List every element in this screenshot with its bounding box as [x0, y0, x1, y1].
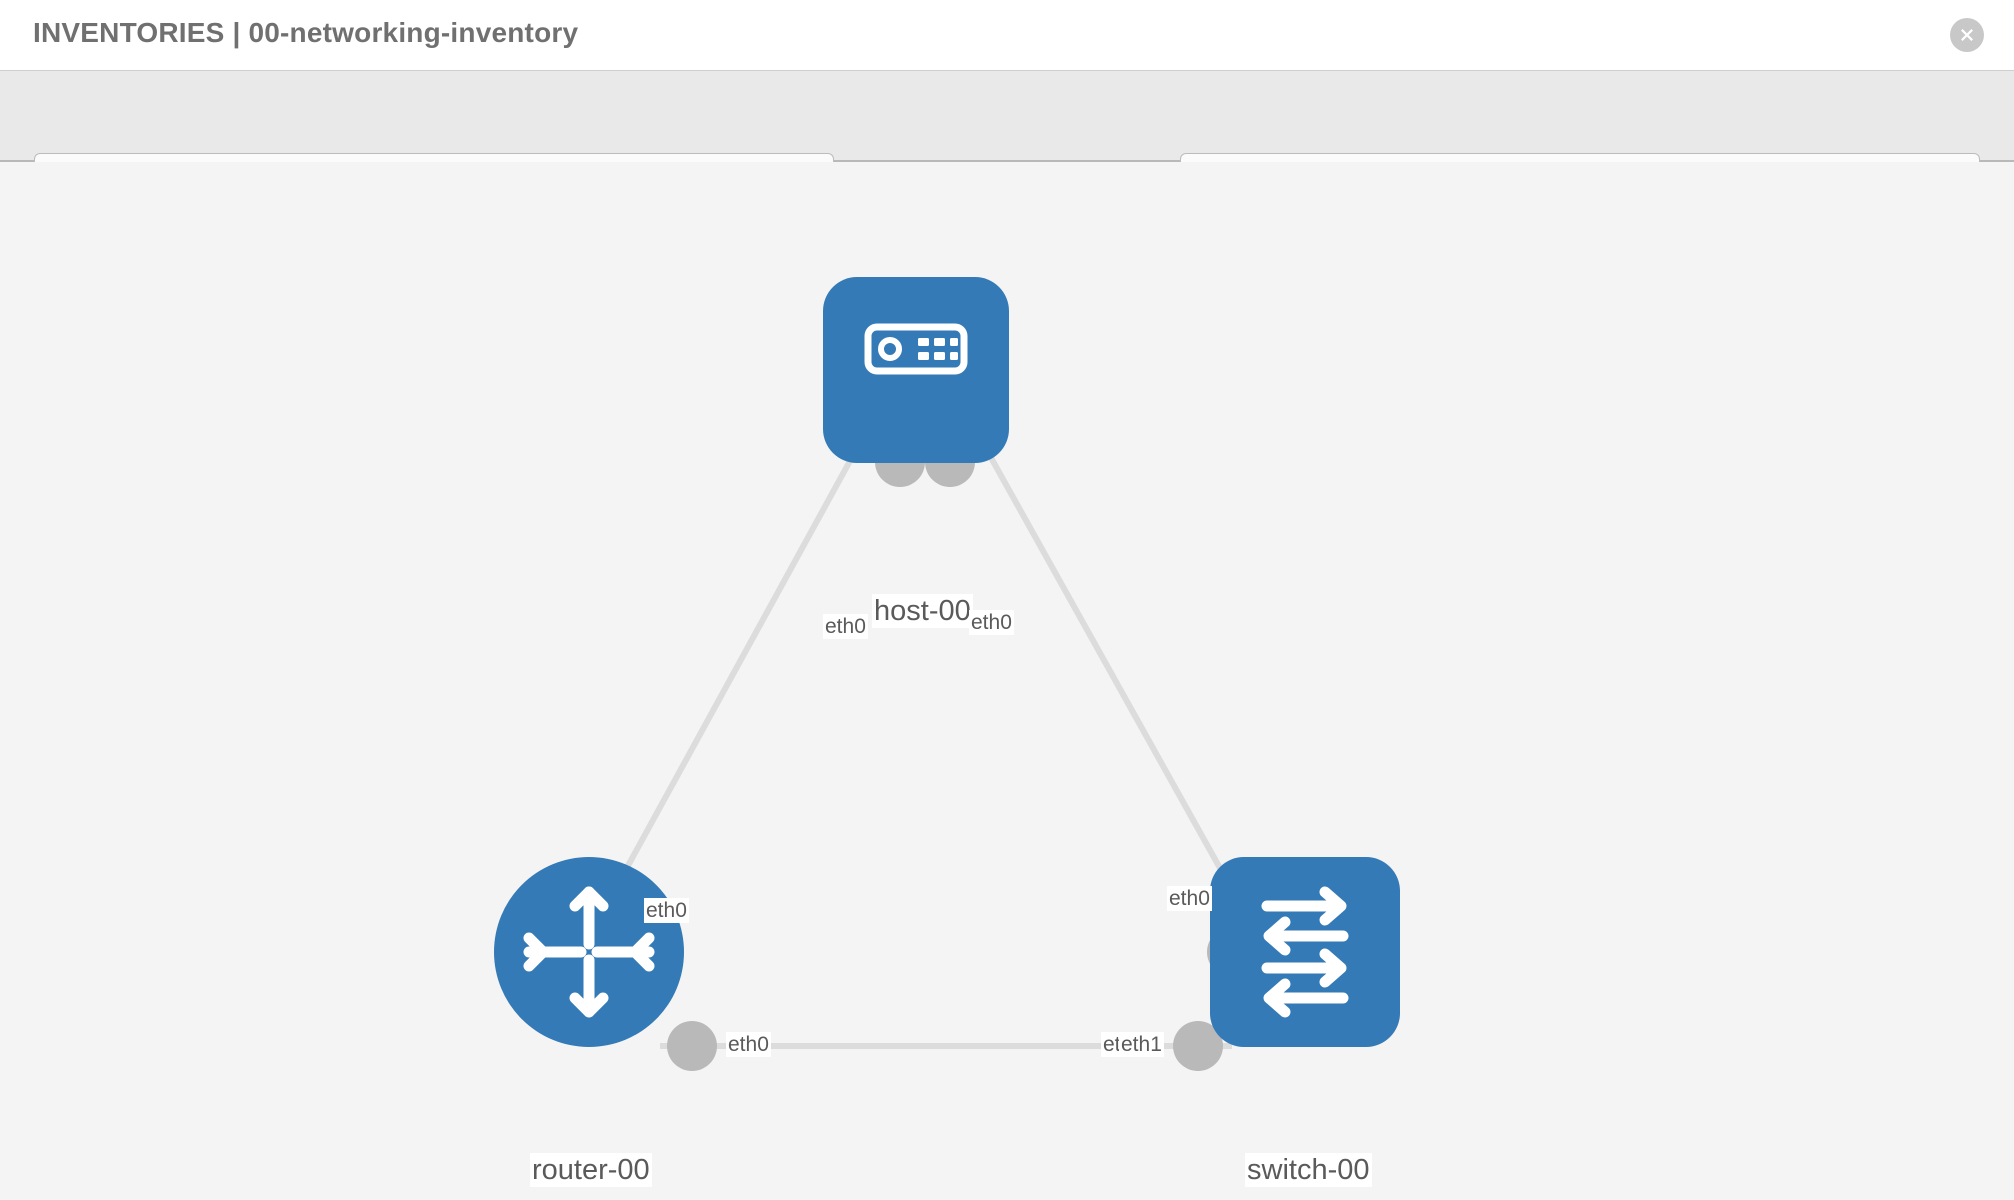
edge-host-router — [604, 375, 899, 906]
close-icon[interactable] — [1950, 18, 1984, 52]
node-label-host-00: host-00 — [872, 594, 973, 628]
iface-label-router-eth0-up: eth0 — [644, 898, 689, 923]
iface-label-switch-eth1: eth1 — [1119, 1032, 1164, 1057]
toolbar: ACTIONS SEARCH — [0, 70, 2014, 207]
iface-label-host-eth0-left: eth0 — [823, 614, 868, 639]
switch-arrows-icon — [1261, 886, 1349, 1018]
node-label-switch-00: switch-00 — [1245, 1153, 1372, 1187]
router-arrows-icon — [523, 886, 655, 1018]
node-switch-00 — [1210, 857, 1400, 1047]
topology-edges — [604, 375, 1243, 1049]
topology-ports — [667, 437, 1257, 1071]
page-header: INVENTORIES | 00-networking-inventory — [0, 0, 2014, 70]
topology-graph — [494, 277, 1400, 1071]
port-switch-eth1 — [1173, 1021, 1223, 1071]
iface-label-host-eth0-right: eth0 — [969, 610, 1014, 635]
iface-label-switch-eth0-up: eth0 — [1167, 886, 1212, 911]
iface-label-router-eth0-mid: eth0 — [726, 1032, 771, 1057]
node-host-00 — [823, 277, 1009, 463]
server-icon — [864, 323, 968, 375]
port-router-eth0 — [667, 1021, 717, 1071]
node-label-router-00: router-00 — [530, 1153, 652, 1187]
topology-canvas[interactable]: host-00 router-00 switch-00 eth0 eth0 et… — [0, 162, 2014, 1200]
edge-host-switch — [943, 375, 1243, 906]
page-title: INVENTORIES | 00-networking-inventory — [33, 17, 579, 48]
node-router-00 — [494, 857, 684, 1047]
